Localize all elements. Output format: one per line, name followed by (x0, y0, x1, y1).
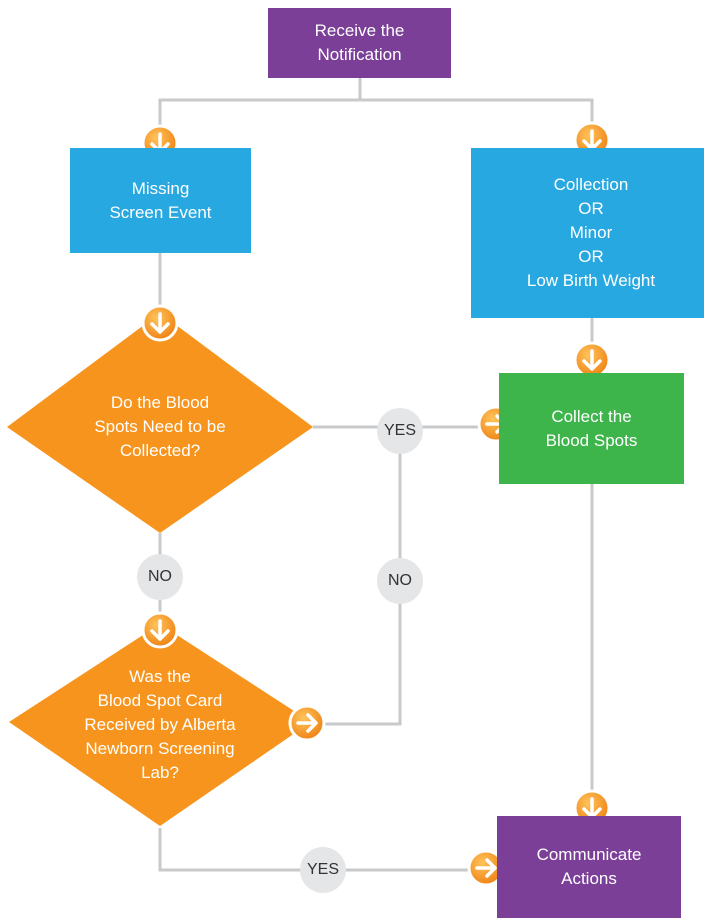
decision-card-received-shape (9, 624, 311, 826)
connector-decision2-to-collect (310, 427, 402, 726)
decision-card-received: Was the Blood Spot Card Received by Albe… (84, 667, 236, 782)
arrow-down-icon (141, 611, 179, 649)
communicate-actions-node: Communicate Actions (497, 816, 681, 918)
no-label: NO (377, 558, 423, 604)
decision-blood-spots-needed-shape (7, 313, 313, 533)
receive-notification-node: Receive the Notification (268, 8, 451, 78)
arrow-down-icon (141, 304, 179, 342)
decision-blood-spots-needed: Do the Blood Spots Need to be Collected? (94, 393, 226, 460)
connector-decision2-to-communicate (158, 828, 472, 872)
arrow-right-icon (467, 849, 505, 887)
collect-blood-spots-node: Collect the Blood Spots (499, 373, 684, 484)
arrow-down-icon (573, 341, 611, 379)
yes-label: YES (300, 847, 346, 893)
connector-receive-to-collection (360, 98, 594, 148)
collection-minor-low-birth-weight-node: Collection OR Minor OR Low Birth Weight (471, 148, 704, 318)
arrow-right-icon (288, 704, 326, 742)
yes-label: YES (377, 408, 423, 454)
missing-screen-event-node: Missing Screen Event (70, 148, 251, 253)
no-label: NO (137, 554, 183, 600)
connector-receive-to-missing (158, 78, 362, 148)
